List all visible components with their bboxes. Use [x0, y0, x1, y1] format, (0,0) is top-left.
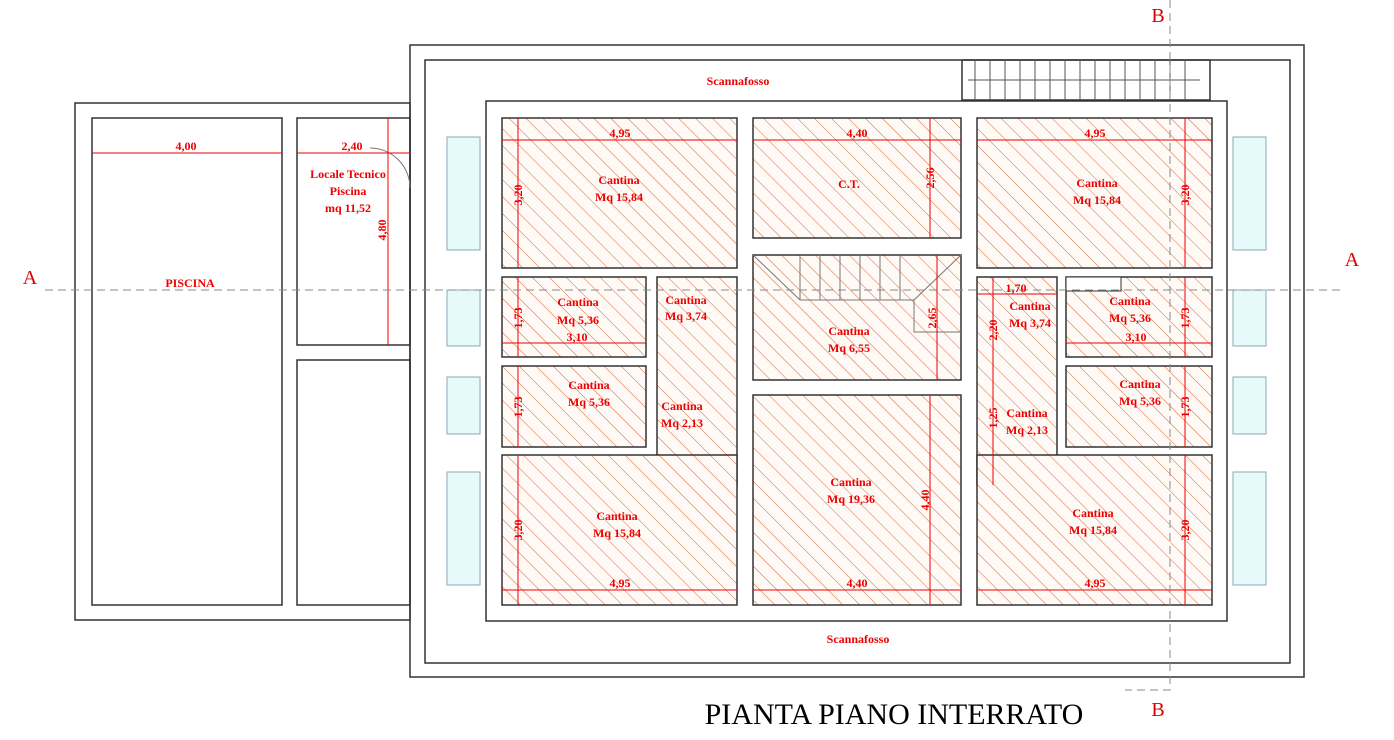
entry-stair	[961, 59, 1211, 101]
dim-text: 3,20	[1178, 520, 1192, 541]
room-area: Mq 15,84	[593, 526, 641, 540]
room-name: Cantina	[830, 475, 871, 489]
dim-text: 4,40	[847, 576, 868, 590]
windows	[446, 136, 1267, 586]
dim-text: 4,95	[1085, 576, 1106, 590]
dim-text: 3,20	[511, 520, 525, 541]
label-piscina: PISCINA	[165, 276, 215, 290]
room-area: Mq 15,84	[595, 190, 643, 204]
dim-text: 2,20	[986, 320, 1000, 341]
dim-text: 1,73	[1178, 308, 1192, 329]
section-mark-a-right: A	[1345, 249, 1360, 271]
rooms	[501, 117, 1213, 606]
dim-text: 4,95	[610, 126, 631, 140]
dim-text: 4,95	[1085, 126, 1106, 140]
room-area: Mq 5,36	[557, 313, 599, 327]
section-mark-a-left: A	[23, 267, 38, 289]
room-name: Cantina	[568, 378, 609, 392]
room-name: Cantina	[661, 399, 702, 413]
locale-tecnico	[296, 117, 411, 346]
room-area: Mq 3,74	[665, 309, 707, 323]
room-name: Cantina	[1006, 406, 1047, 420]
room-area: Mq 2,13	[661, 416, 703, 430]
drawing-title: PIANTA PIANO INTERRATO	[705, 698, 1084, 731]
room-name: Cantina	[1009, 299, 1050, 313]
door-swing	[369, 147, 411, 189]
dim-text: 3,10	[1126, 330, 1147, 344]
dim-text: 3,10	[567, 330, 588, 344]
dim-text: 4,40	[847, 126, 868, 140]
room-area: Mq 3,74	[1009, 316, 1051, 330]
label-locale: Piscina	[330, 184, 367, 198]
label-locale-area: mq 11,52	[325, 201, 371, 215]
dim-text: 4,95	[610, 576, 631, 590]
room-area: Mq 19,36	[827, 492, 875, 506]
scannafosso-inner-wall	[424, 59, 1291, 664]
dim-text: 3,20	[511, 185, 525, 206]
room-labels: Cantina Mq 15,84 C.T. Cantina Mq 15,84 Can…	[557, 173, 1161, 540]
room-area: Mq 15,84	[1073, 193, 1121, 207]
dim-text: 1,73	[1178, 397, 1192, 418]
building-outer-wall	[485, 100, 1228, 622]
room-name: Cantina	[1109, 294, 1150, 308]
dim-text: 1,73	[511, 397, 525, 418]
dim-text: 3,20	[1178, 185, 1192, 206]
room-name: Cantina	[1119, 377, 1160, 391]
room-name: Cantina	[1076, 176, 1117, 190]
pool	[91, 117, 283, 606]
dimension-lines	[92, 118, 1212, 605]
section-mark-b-top: B	[1151, 5, 1164, 27]
room-name: Cantina	[598, 173, 639, 187]
room-area: Mq 15,84	[1069, 523, 1117, 537]
dim-text: 1,73	[511, 308, 525, 329]
room-area: Mq 6,55	[828, 341, 870, 355]
pool-side-block	[296, 359, 411, 606]
room-name: Cantina	[828, 324, 869, 338]
dim-text: 4,00	[176, 139, 197, 153]
label-scannafosso-top: Scannafosso	[707, 74, 770, 88]
room-area: Mq 5,36	[1119, 394, 1161, 408]
section-line-b	[1125, 0, 1171, 691]
room-name: Cantina	[665, 293, 706, 307]
pool-area-wall	[74, 102, 411, 621]
label-locale: Locale Tecnico	[310, 167, 386, 181]
room-name: Cantina	[596, 509, 637, 523]
dim-text: 4,80	[375, 220, 389, 241]
room-area: Mq 5,36	[1109, 311, 1151, 325]
dimension-labels: 4,00 2,40 4,80 4,95 4,40 4,95 3,20 2,56 …	[176, 126, 1193, 590]
room-name: Cantina	[557, 295, 598, 309]
room-name: Cantina	[1072, 506, 1113, 520]
dim-text: 1,25	[986, 408, 1000, 429]
room-area: Mq 2,13	[1006, 423, 1048, 437]
dim-text: 4,40	[918, 490, 932, 511]
dim-text: 2,40	[342, 139, 363, 153]
dim-text: 2,56	[923, 168, 937, 189]
dim-text: 1,70	[1006, 281, 1027, 295]
room-area: Mq 5,36	[568, 395, 610, 409]
section-mark-b-bottom: B	[1151, 699, 1164, 721]
label-scannafosso-bottom: Scannafosso	[827, 632, 890, 646]
room-name: C.T.	[838, 177, 860, 191]
dim-text: 2,65	[925, 308, 939, 329]
hatched-block	[1065, 276, 1122, 292]
